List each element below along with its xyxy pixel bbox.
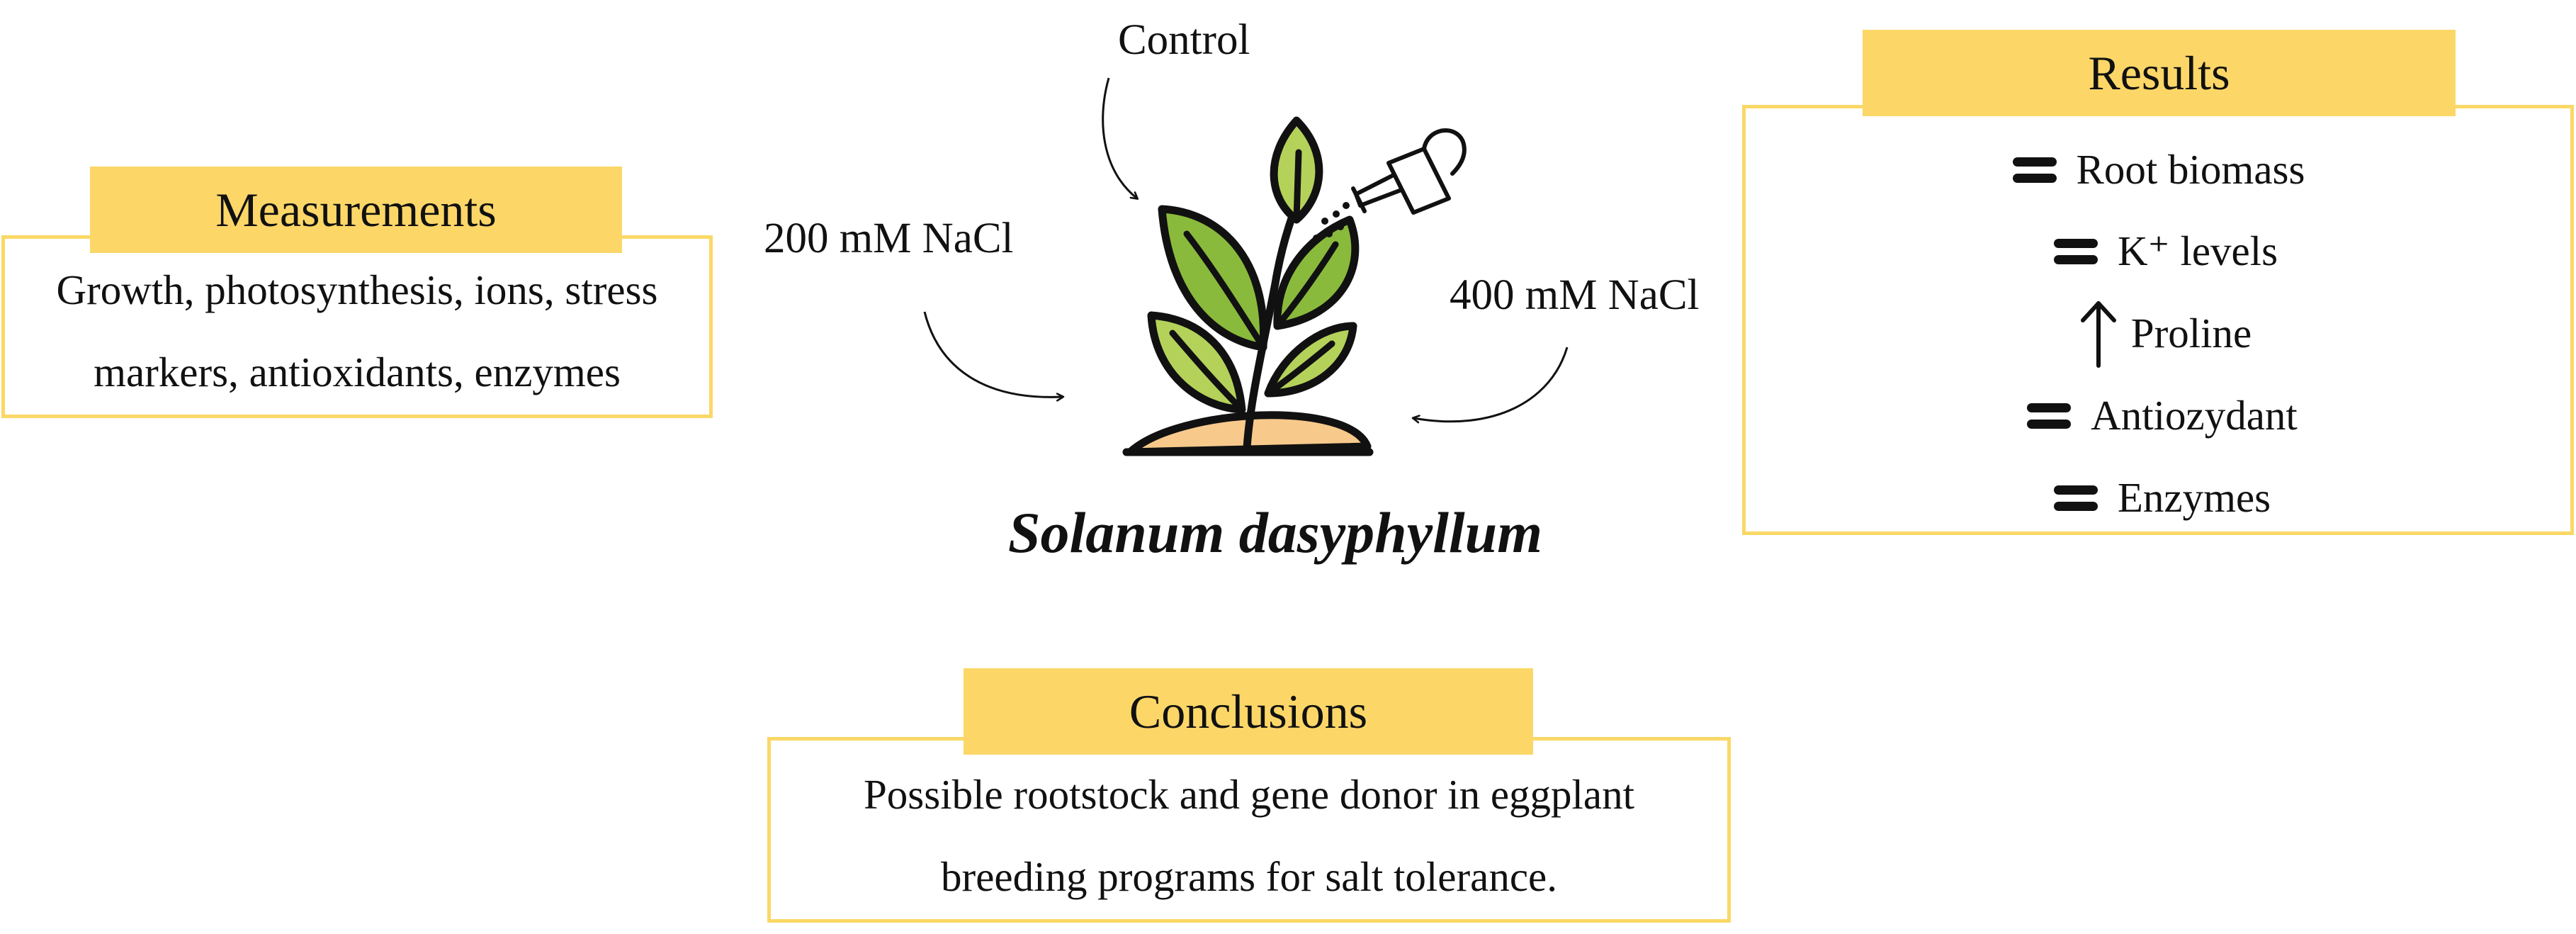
results-item-label: Antiozydant bbox=[2091, 391, 2298, 439]
equals-icon bbox=[2052, 475, 2099, 520]
results-item-label: Proline bbox=[2130, 309, 2252, 356]
measurements-panel: Growth, photosynthesis, ions, stress mar… bbox=[1, 235, 713, 418]
results-item-label: Root biomass bbox=[2076, 145, 2305, 193]
low-salt-arrow bbox=[923, 311, 1063, 397]
equals-icon bbox=[2026, 393, 2072, 438]
results-item-label: Enzymes bbox=[2117, 473, 2271, 521]
measurements-line-2: markers, antioxidants, enzymes bbox=[94, 349, 621, 395]
control-arrow bbox=[1102, 77, 1137, 198]
high-salt-arrow bbox=[1413, 347, 1569, 422]
conclusions-title: Conclusions bbox=[964, 668, 1533, 755]
species-name: Solanum dasyphyllum bbox=[1007, 500, 1543, 565]
control-label: Control bbox=[1118, 16, 1250, 64]
measurements-line-1: Growth, photosynthesis, ions, stress bbox=[56, 266, 658, 313]
measurements-text: Growth, photosynthesis, ions, stress mar… bbox=[5, 249, 709, 413]
low-salt-label: 200 mM NaCl bbox=[764, 215, 1014, 262]
results-item-k-levels: K⁺ levels bbox=[1760, 212, 2570, 290]
up-arrow-icon bbox=[2079, 299, 2118, 368]
conclusions-line-1: Possible rootstock and gene donor in egg… bbox=[863, 771, 1635, 818]
equals-icon bbox=[2011, 147, 2058, 192]
conclusions-text: Possible rootstock and gene donor in egg… bbox=[771, 753, 1727, 918]
watering-can-icon bbox=[1313, 128, 1467, 242]
measurements-title: Measurements bbox=[90, 167, 622, 253]
results-item-enzymes: Enzymes bbox=[1753, 458, 2570, 536]
plant-sprout-icon bbox=[1122, 116, 1374, 456]
equals-icon bbox=[2052, 228, 2099, 274]
results-item-label: K⁺ levels bbox=[2117, 227, 2278, 274]
results-title: Results bbox=[1863, 30, 2456, 116]
conclusions-line-2: breeding programs for salt tolerance. bbox=[941, 853, 1557, 900]
high-salt-label: 400 mM NaCl bbox=[1450, 271, 1700, 319]
results-item-root-biomass: Root biomass bbox=[1746, 130, 2570, 208]
results-item-antiozydant: Antiozydant bbox=[1753, 376, 2570, 454]
results-item-proline: Proline bbox=[1760, 294, 2570, 372]
results-panel: Root biomass K⁺ levels Proline Antiozyda… bbox=[1742, 105, 2574, 535]
